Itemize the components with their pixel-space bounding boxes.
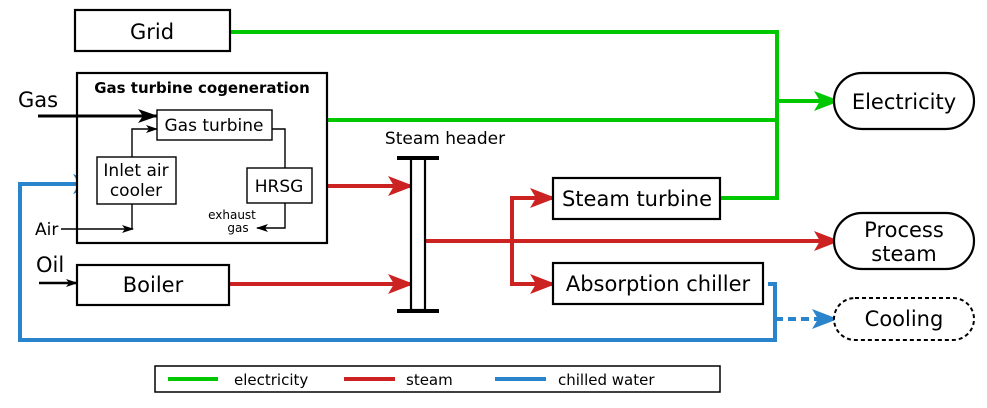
steam-split-to-chiller	[510, 241, 556, 294]
gas-turbine-label: Gas turbine	[164, 116, 263, 136]
legend-item-electricity: electricity	[168, 371, 308, 389]
air-input-label: Air	[35, 220, 58, 240]
cooling-arrowhead	[812, 309, 838, 329]
cooling-output-label: Cooling	[865, 307, 944, 331]
absorption-chiller-label: Absorption chiller	[566, 272, 751, 296]
steam-header-label: Steam header	[385, 129, 505, 149]
legend-label-chilled-water: chilled water	[558, 371, 655, 389]
gas-input-label: Gas	[18, 88, 58, 112]
legend-item-chilled-water: chilled water	[495, 371, 655, 389]
legend-item-steam: steam	[344, 371, 453, 389]
hrsg-box	[246, 167, 313, 204]
boiler-node: Boiler	[75, 263, 231, 307]
electricity-output: Electricity	[832, 71, 976, 131]
absorption-chiller-node: Absorption chiller	[551, 261, 765, 306]
process-steam-output: Process steam	[832, 211, 976, 271]
exhaust-gas-arrow	[256, 203, 286, 232]
process-steam-label-2: steam	[871, 242, 936, 266]
gt-cogen-title: Gas turbine cogeneration	[94, 79, 310, 97]
turbine-to-hrsg-line	[272, 128, 286, 168]
hrsg-label: HRSG	[255, 177, 304, 197]
legend-label-electricity: electricity	[234, 371, 308, 389]
legend-label-steam: steam	[406, 371, 453, 389]
inlet-air-cooler-label-2: cooler	[110, 181, 162, 201]
gas-turbine-cogeneration-block: Gas turbine cogeneration Gas Gas turbine…	[18, 71, 329, 245]
inlet-air-cooler-label-1: Inlet air	[103, 161, 168, 181]
grid-node: Grid	[73, 8, 232, 53]
cooler-to-turbine-arrow	[131, 125, 158, 157]
legend: electricity steam chilled water	[154, 365, 721, 393]
grid-electricity-line	[231, 30, 779, 200]
process-steam-label-1: Process	[864, 218, 944, 242]
steam-turbine-label: Steam turbine	[562, 187, 712, 211]
electricity-output-label: Electricity	[852, 90, 956, 114]
steam-header: Steam header	[385, 129, 505, 313]
inlet-air-cooler-box	[96, 156, 177, 205]
gas-turbine-box	[156, 109, 273, 141]
oil-input-label: Oil	[36, 253, 64, 277]
steam-turbine-node: Steam turbine	[551, 176, 722, 221]
exhaust-label-2: gas	[227, 221, 248, 235]
cooling-output: Cooling	[833, 297, 975, 341]
boiler-label: Boiler	[123, 273, 184, 297]
exhaust-label-1: exhaust	[208, 208, 256, 222]
chilled-water-return-line	[18, 174, 777, 342]
grid-label: Grid	[130, 20, 174, 44]
